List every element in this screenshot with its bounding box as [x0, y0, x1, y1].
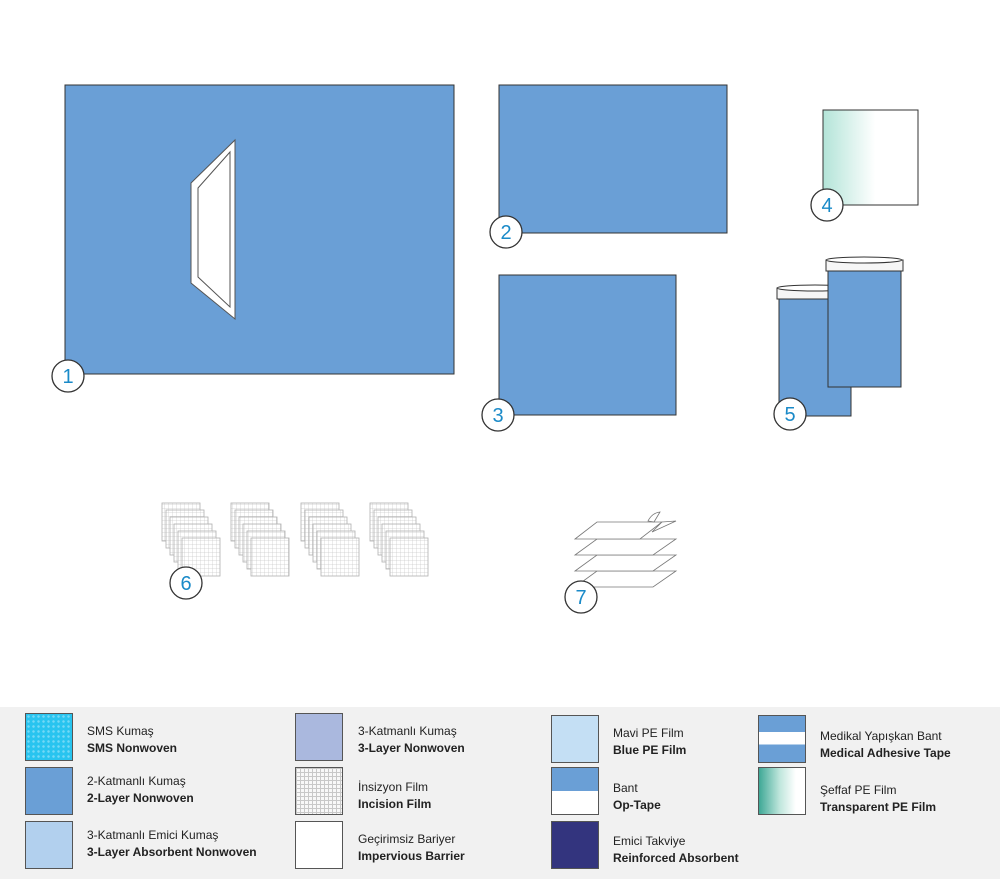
- badge-text: 7: [575, 587, 586, 609]
- swatch-blue-pe: [551, 715, 599, 763]
- number-badge: 1: [51, 359, 85, 393]
- swatch-incision-film: [295, 767, 343, 815]
- badge-text: 5: [784, 404, 795, 426]
- gauze-stack: [369, 502, 429, 577]
- number-badge: 3: [481, 398, 515, 432]
- legend-en: 3-Layer Absorbent Nonwoven: [87, 845, 257, 859]
- number-badge: 7: [564, 580, 598, 614]
- badge-text: 4: [821, 195, 832, 217]
- item-5-rolls: [776, 256, 904, 417]
- gauze-sheet: [250, 537, 290, 577]
- badge-text: 2: [500, 222, 511, 244]
- number-badge: 6: [169, 566, 203, 600]
- legend-tr: Emici Takviye: [613, 834, 686, 848]
- swatch-impervious: [295, 821, 343, 869]
- legend-en: Transparent PE Film: [820, 800, 937, 814]
- legend-en: 2-Layer Nonwoven: [87, 791, 194, 805]
- legend-tr: Medikal Yapışkan Bant: [820, 729, 942, 743]
- legend-tr: İnsizyon Film: [358, 780, 429, 794]
- legend-tr: 3-Katmanlı Kumaş: [358, 724, 457, 738]
- legend-tr: Bant: [613, 781, 638, 795]
- item-6-gauze-stacks: [161, 502, 429, 577]
- legend-item-three-layer: 3-Katmanlı Kumaş 3-Layer Nonwoven: [358, 723, 465, 757]
- legend-tr: SMS Kumaş: [87, 724, 154, 738]
- swatch-sms-nonwoven: [25, 713, 73, 761]
- gauze-sheet: [320, 537, 360, 577]
- item-1-main-drape: [64, 84, 455, 375]
- item-4-transparent-film: [822, 109, 919, 206]
- badge-text: 6: [180, 573, 191, 595]
- number-badge: 2: [489, 215, 523, 249]
- badge-text: 3: [492, 405, 503, 427]
- legend-en: SMS Nonwoven: [87, 741, 178, 755]
- item-7-tape-sheets: [573, 511, 678, 588]
- legend-item-absorbent: 3-Katmanlı Emici Kumaş 3-Layer Absorbent …: [87, 827, 257, 861]
- legend-en: Impervious Barrier: [358, 849, 465, 863]
- swatch-two-layer: [25, 767, 73, 815]
- number-badge: 5: [773, 397, 807, 431]
- swatch-absorbent: [25, 821, 73, 869]
- swatch-reinforced: [551, 821, 599, 869]
- number-badge: 4: [810, 188, 844, 222]
- gauze-sheet: [389, 537, 429, 577]
- gauze-stack: [300, 502, 360, 577]
- item-3-drape: [498, 274, 677, 416]
- legend-en: Blue PE Film: [613, 743, 687, 757]
- swatch-three-layer: [295, 713, 343, 761]
- badge-text: 1: [62, 366, 73, 388]
- gauze-stack: [230, 502, 290, 577]
- legend-en: 3-Layer Nonwoven: [358, 741, 465, 755]
- legend-item-two-layer: 2-Katmanlı Kumaş 2-Layer Nonwoven: [87, 773, 194, 807]
- legend-en: Medical Adhesive Tape: [820, 746, 951, 760]
- legend-tr: Şeffaf PE Film: [820, 783, 897, 797]
- legend-en: Op-Tape: [613, 798, 661, 812]
- swatch-medical-tape: [758, 715, 806, 763]
- swatch-op-tape: [551, 767, 599, 815]
- legend-tr: 3-Katmanlı Emici Kumaş: [87, 828, 219, 842]
- swatch-transparent-pe: [758, 767, 806, 815]
- legend-en: Reinforced Absorbent: [613, 851, 739, 865]
- gauze-stack: [161, 502, 221, 577]
- legend-tr: Geçirimsiz Bariyer: [358, 832, 456, 846]
- legend-tr: 2-Katmanlı Kumaş: [87, 774, 186, 788]
- legend-tr: Mavi PE Film: [613, 726, 684, 740]
- drape-set-diagram: 1 2 3 4 5 6 7: [51, 84, 919, 614]
- incision-window: [197, 150, 231, 309]
- legend-en: Incision Film: [358, 797, 432, 811]
- item-2-drape: [498, 84, 728, 234]
